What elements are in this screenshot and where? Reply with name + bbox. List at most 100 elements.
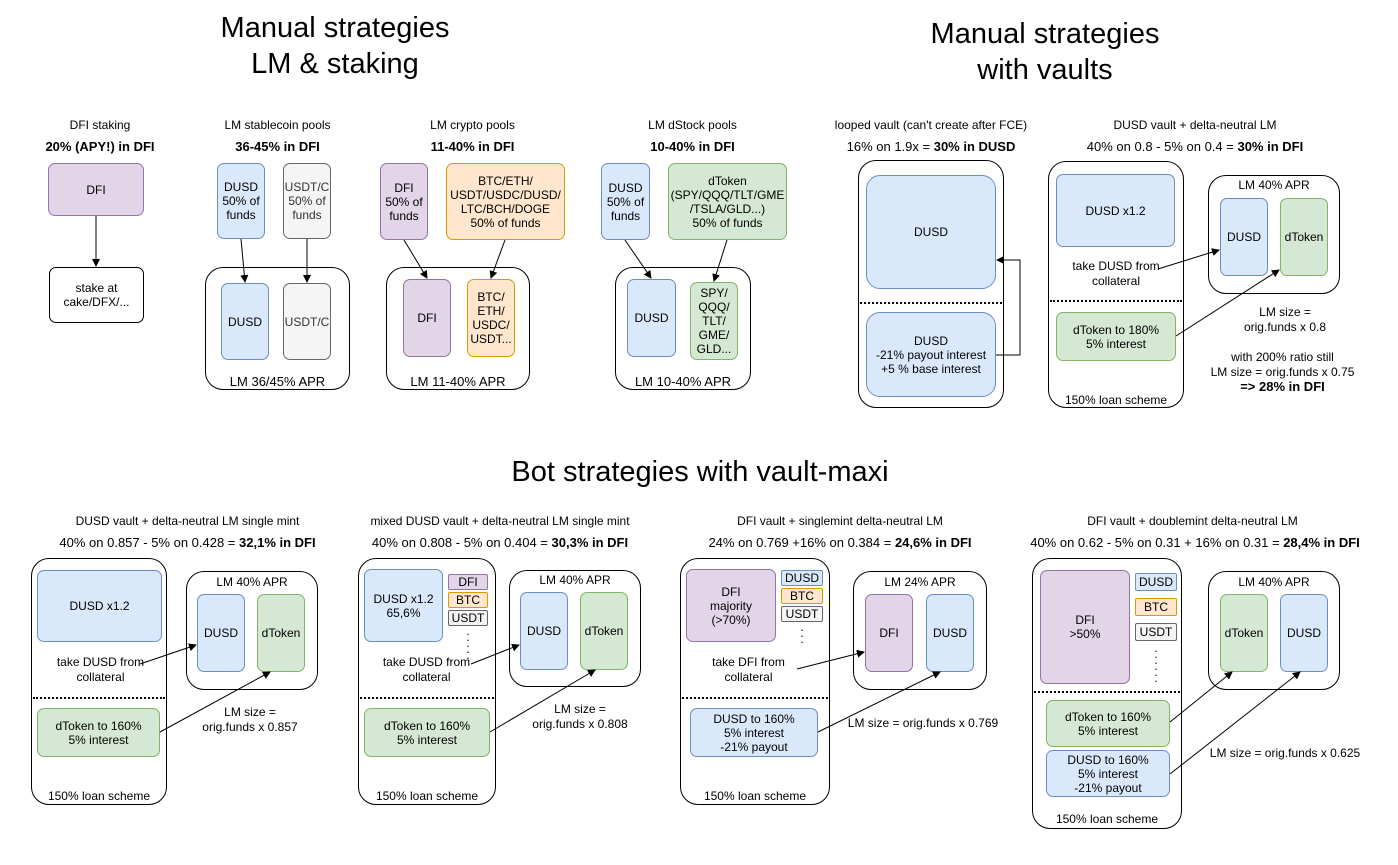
bot1-scheme: 150% loan scheme: [47, 789, 151, 803]
bot1-take: take DUSD from collateral: [56, 655, 145, 684]
dusd-vault-lm-dtoken: dToken: [1280, 198, 1328, 276]
bot2-chip-dfi: DFI: [448, 574, 488, 590]
bot3-chip-btc: BTC: [781, 588, 823, 604]
lm-crypto-pool-label: LM 11-40% APR: [410, 374, 506, 389]
bot1-rate-plain: 40% on 0.857 - 5% on 0.428 =: [59, 535, 240, 550]
bot2-take: take DUSD from collateral: [382, 655, 471, 684]
dusd-vault-rate-plain: 40% on 0.8 - 5% on 0.4 =: [1086, 139, 1238, 154]
bot2-lm-dtoken: dToken: [580, 592, 628, 670]
bot2-rate-bold: 30,3% in DFI: [551, 535, 629, 550]
bot4-rate: 40% on 0.62 - 5% on 0.31 + 16% on 0.31 =…: [1030, 535, 1360, 550]
bot1-lm-title: LM 40% APR: [216, 575, 288, 589]
lm-dstock-pool-dusd: DUSD: [627, 279, 676, 357]
bot2-scheme: 150% loan scheme: [375, 789, 479, 803]
bot3-lm-size: LM size = orig.funds x 0.769: [847, 716, 999, 730]
bot4-more-dots: ......: [1154, 641, 1158, 685]
dusd-vault-note-bold: => 28% in DFI: [1240, 379, 1325, 394]
bot3-lm-dfi: DFI: [865, 594, 913, 672]
lm-dstock-pool-label: LM 10-40% APR: [634, 374, 732, 389]
bot3-lm-title: LM 24% APR: [884, 575, 956, 589]
lm-stable-header: LM stablecoin pools: [224, 118, 331, 132]
bot2-rate-plain: 40% on 0.808 - 5% on 0.404 =: [371, 535, 552, 550]
bot3-lm-dusd: DUSD: [926, 594, 974, 672]
lm-stable-pool-label: LM 36/45% APR: [229, 374, 326, 389]
arrow-bot2-loan: [489, 669, 596, 733]
bot4-scheme: 150% loan scheme: [1055, 812, 1159, 826]
bot2-chip-btc: BTC: [448, 592, 488, 608]
lm-crypto-pool-dfi: DFI: [403, 279, 451, 357]
bot2-rate: 40% on 0.808 - 5% on 0.404 = 30,3% in DF…: [345, 535, 655, 550]
lm-dstock-pool-stocks: SPY/ QQQ/ TLT/ GME/ GLD...: [690, 282, 738, 360]
looped-separator: [860, 302, 1002, 304]
bot1-lm-dtoken: dToken: [257, 594, 305, 672]
bot2-collateral: DUSD x1.2 65,6%: [364, 569, 443, 642]
arrow-crypto-dfi: [403, 239, 428, 279]
dusd-vault-take: take DUSD from collateral: [1072, 259, 1160, 288]
bot4-lm-dusd: DUSD: [1280, 594, 1328, 672]
bot4-collateral: DFI >50%: [1040, 570, 1130, 684]
bot4-loan-dtoken: dToken to 160% 5% interest: [1046, 700, 1170, 747]
lm-dstock-dusd-box: DUSD 50% of funds: [601, 163, 650, 240]
bot2-lm-title: LM 40% APR: [539, 573, 611, 587]
dusd-vault-collateral: DUSD x1.2: [1056, 174, 1175, 247]
arrow-dstock-stocks: [712, 239, 728, 282]
bot1-separator: [33, 697, 165, 699]
arrow-dstock-dusd: [624, 239, 652, 279]
bot2-more-dots: .....: [466, 624, 470, 662]
bot2-separator: [360, 697, 494, 699]
looped-rate: 16% on 1.9x = 30% in DUSD: [826, 139, 1036, 154]
bot3-separator: [682, 697, 828, 699]
dusd-vault-header: DUSD vault + delta-neutral LM: [1113, 118, 1277, 132]
dusd-vault-note: with 200% ratio still LM size = orig.fun…: [1210, 350, 1355, 379]
lm-dstock-rate: 10-40% in DFI: [650, 139, 735, 154]
bot2-lm-size: LM size = orig.funds x 0.808: [532, 702, 628, 731]
dfi-staking-header: DFI staking: [69, 118, 131, 132]
bot1-rate: 40% on 0.857 - 5% on 0.428 = 32,1% in DF…: [30, 535, 345, 550]
dusd-vault-rate: 40% on 0.8 - 5% on 0.4 = 30% in DFI: [1060, 139, 1330, 154]
bot3-take: take DFI from collateral: [712, 655, 785, 684]
lm-crypto-header: LM crypto pools: [430, 118, 515, 132]
bot3-chip-usdt: USDT: [781, 606, 823, 622]
dusd-vault-lm-title: LM 40% APR: [1238, 178, 1310, 192]
bot4-separator: [1034, 691, 1180, 693]
bot1-lm-size: LM size = orig.funds x 0.857: [202, 705, 298, 734]
lm-stable-dusd-box: DUSD 50% of funds: [217, 163, 265, 239]
bot3-header: DFI vault + singlemint delta-neutral LM: [737, 514, 943, 528]
bot4-loan-dusd: DUSD to 160% 5% interest -21% payout: [1046, 750, 1170, 797]
bot3-rate-bold: 24,6% in DFI: [894, 535, 972, 550]
dusd-vault-lm-size: LM size = orig.funds x 0.8: [1243, 305, 1327, 334]
dfi-staking-rate: 20% (APY!) in DFI: [45, 139, 155, 154]
arrow-crypto-coins: [489, 239, 506, 279]
bot4-chip-usdt: USDT: [1135, 623, 1177, 641]
bot2-chip-usdt: USDT: [448, 610, 488, 626]
lm-crypto-rate: 11-40% in DFI: [430, 139, 515, 154]
arrow-bot4-dusd: [1169, 671, 1301, 775]
looped-bottom-dusd: DUSD -21% payout interest +5 % base inte…: [866, 312, 996, 397]
lm-stable-usdt-box: USDT/C 50% of funds: [283, 163, 331, 239]
bot4-lm-dtoken: dToken: [1220, 594, 1268, 672]
dusd-vault-loan: dToken to 180% 5% interest: [1056, 312, 1176, 361]
dusd-vault-separator: [1050, 300, 1182, 302]
lm-stable-rate: 36-45% in DFI: [235, 139, 320, 154]
bot4-chip-btc: BTC: [1135, 598, 1177, 616]
bot3-loan: DUSD to 160% 5% interest -21% payout: [690, 708, 818, 757]
arrow-bot1-take: [139, 643, 197, 665]
dusd-vault-lm-dusd: DUSD: [1220, 198, 1268, 276]
lm-stable-pool-usdt: USDT/C: [283, 283, 331, 360]
title-manual-lm: Manual strategies LM & staking: [220, 12, 450, 80]
bot3-chip-dusd: DUSD: [781, 570, 823, 586]
title-manual-vaults: Manual strategies with vaults: [930, 18, 1160, 86]
arrow-bot3-loan: [817, 671, 941, 733]
looped-top-dusd: DUSD: [866, 175, 996, 289]
dfi-staking-stake-box: stake at cake/DFX/...: [49, 267, 144, 323]
bot4-lm-size: LM size = orig.funds x 0.625: [1209, 746, 1361, 760]
bot4-lm-title: LM 40% APR: [1238, 575, 1310, 589]
lm-crypto-dfi-box: DFI 50% of funds: [380, 163, 428, 240]
arrow-stable-dusd: [240, 238, 249, 283]
arrow-bot3-take: [796, 649, 865, 670]
dusd-vault-scheme: 150% loan scheme: [1064, 393, 1168, 407]
bot1-lm-dusd: DUSD: [197, 594, 245, 672]
arrow-bot1-loan: [159, 671, 271, 733]
bot3-collateral: DFI majority (>70%): [686, 569, 776, 642]
bot1-collateral: DUSD x1.2: [37, 570, 162, 642]
